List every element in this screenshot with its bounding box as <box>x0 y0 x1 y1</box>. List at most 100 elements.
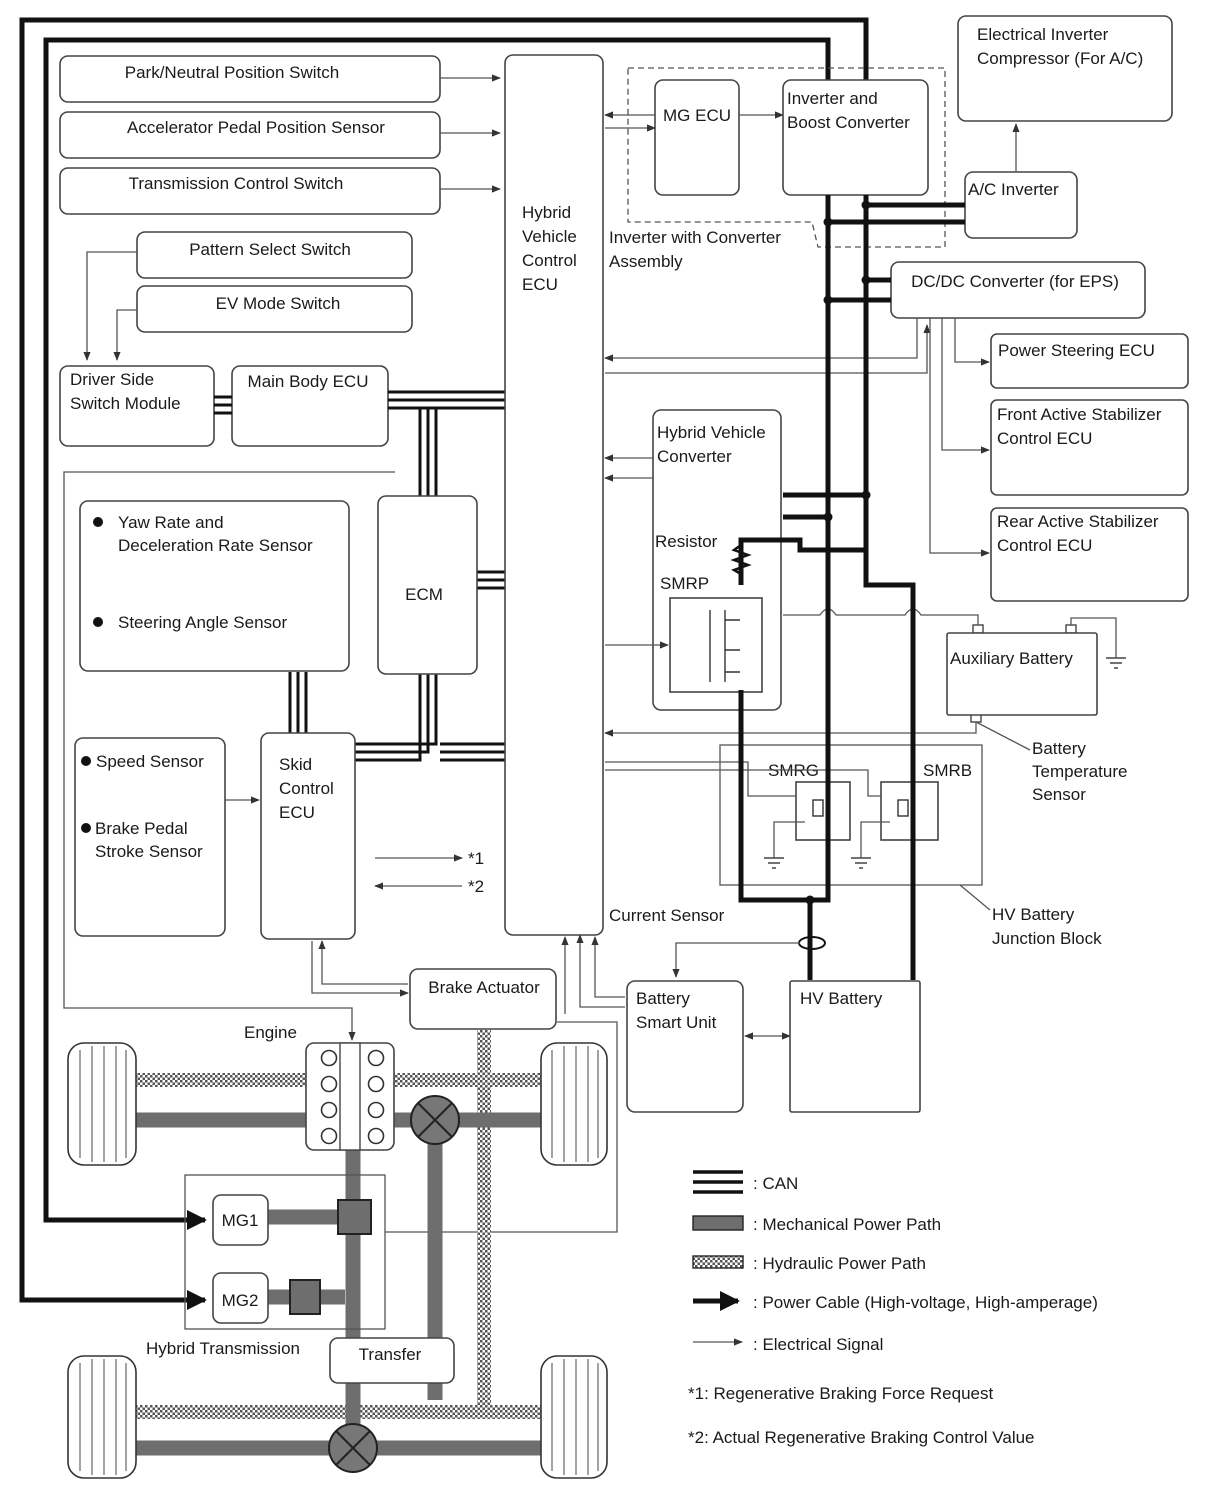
svg-text:SMRB: SMRB <box>923 761 972 780</box>
svg-text:Hybrid Vehicle: Hybrid Vehicle <box>657 423 766 442</box>
speed-brake-sensors: Speed Sensor Brake Pedal Stroke Sensor <box>74 737 260 937</box>
rear-right-wheel <box>540 1355 608 1479</box>
svg-text:Converter: Converter <box>657 447 732 466</box>
svg-text:Hybrid Transmission: Hybrid Transmission <box>146 1339 300 1358</box>
ecm: ECM <box>377 495 478 675</box>
svg-text:Front Active Stabilizer: Front Active Stabilizer <box>997 405 1162 424</box>
hv-battery: HV Battery <box>789 980 921 1113</box>
svg-text:ECM: ECM <box>405 585 443 604</box>
dcdc-signal-lines <box>604 318 990 557</box>
svg-text:Hybrid: Hybrid <box>522 203 571 222</box>
driver-side-switch-module: Driver Side Switch Module <box>59 365 215 447</box>
front-right-wheel <box>540 1042 608 1166</box>
accelerator-pedal-sensor: Accelerator Pedal Position Sensor <box>59 111 501 159</box>
mg2: MG2 <box>212 1272 269 1324</box>
svg-text:EV Mode Switch: EV Mode Switch <box>216 294 341 313</box>
hybrid-vehicle-control-ecu: Hybrid Vehicle Control ECU <box>504 54 604 936</box>
svg-text:Stroke Sensor: Stroke Sensor <box>95 842 203 861</box>
svg-text:HV Battery: HV Battery <box>992 905 1075 924</box>
svg-text:Control: Control <box>522 251 577 270</box>
hybrid-transmission: Hybrid Transmission <box>146 1174 386 1358</box>
transfer: Transfer <box>329 1337 455 1384</box>
svg-text:Junction Block: Junction Block <box>992 929 1102 948</box>
svg-text:Inverter with Converter: Inverter with Converter <box>609 228 781 247</box>
svg-text:Engine: Engine <box>244 1023 297 1042</box>
main-body-ecu: Main Body ECU <box>231 365 389 447</box>
svg-text:HV Battery: HV Battery <box>800 989 883 1008</box>
svg-text:Speed Sensor: Speed Sensor <box>96 752 204 771</box>
svg-text:Steering Angle Sensor: Steering Angle Sensor <box>118 613 288 632</box>
transmission-control-switch: Transmission Control Switch <box>59 167 501 215</box>
svg-text:: Hydraulic Power Path: : Hydraulic Power Path <box>753 1254 926 1273</box>
mg1: MG1 <box>212 1194 269 1246</box>
power-cables-inner <box>738 195 965 980</box>
svg-text:Driver Side: Driver Side <box>70 370 154 389</box>
mg-ecu: MG ECU <box>604 79 784 196</box>
legend: : CAN : Mechanical Power Path : Hydrauli… <box>688 1170 1098 1447</box>
inverter-boost-converter: Inverter and Boost Converter <box>782 79 929 196</box>
svg-text:MG1: MG1 <box>222 1211 259 1230</box>
front-left-wheel <box>67 1042 137 1166</box>
svg-text:: Electrical Signal: : Electrical Signal <box>753 1335 883 1354</box>
svg-text:Deceleration Rate Sensor: Deceleration Rate Sensor <box>118 536 313 555</box>
svg-text:MG ECU: MG ECU <box>663 106 731 125</box>
svg-text:Boost Converter: Boost Converter <box>787 113 910 132</box>
svg-text:Accelerator Pedal Position Sen: Accelerator Pedal Position Sensor <box>127 118 385 137</box>
engine: Engine <box>244 1023 395 1151</box>
svg-text:Transmission Control Switch: Transmission Control Switch <box>129 174 344 193</box>
park-neutral-switch: Park/Neutral Position Switch <box>59 55 501 103</box>
svg-text:Resistor: Resistor <box>655 532 718 551</box>
svg-text:*2: *2 <box>468 877 484 896</box>
svg-text:Main Body ECU: Main Body ECU <box>248 372 369 391</box>
svg-text:Control ECU: Control ECU <box>997 429 1092 448</box>
svg-text:*1: *1 <box>468 849 484 868</box>
svg-text:Brake Pedal: Brake Pedal <box>95 819 188 838</box>
svg-text:Inverter and: Inverter and <box>787 89 878 108</box>
svg-text:Sensor: Sensor <box>1032 785 1086 804</box>
inverter-converter-assembly: Inverter with Converter Assembly <box>609 67 946 271</box>
svg-text:Electrical Inverter: Electrical Inverter <box>977 25 1109 44</box>
svg-text:: Mechanical Power Path: : Mechanical Power Path <box>753 1215 941 1234</box>
front-differential-icon <box>410 1095 460 1145</box>
ac-inverter: A/C Inverter <box>964 123 1078 239</box>
svg-text:Temperature: Temperature <box>1032 762 1127 781</box>
svg-text:Power Steering ECU: Power Steering ECU <box>998 341 1155 360</box>
yaw-steering-sensors: Yaw Rate and Deceleration Rate Sensor St… <box>79 500 350 672</box>
svg-text:Skid: Skid <box>279 755 312 774</box>
svg-text:*1: Regenerative Braking Force: *1: Regenerative Braking Force Request <box>688 1384 993 1403</box>
svg-text:Current Sensor: Current Sensor <box>609 906 725 925</box>
svg-text:SMRP: SMRP <box>660 574 709 593</box>
can-driver-main <box>214 395 232 415</box>
svg-text:Transfer: Transfer <box>359 1345 422 1364</box>
svg-text:Pattern Select Switch: Pattern Select Switch <box>189 240 351 259</box>
svg-text:Compressor (For A/C): Compressor (For A/C) <box>977 49 1143 68</box>
rear-active-stabilizer-ecu: Rear Active Stabilizer Control ECU <box>990 507 1189 602</box>
dcdc-converter-eps: DC/DC Converter (for EPS) <box>890 261 1146 319</box>
front-active-stabilizer-ecu: Front Active Stabilizer Control ECU <box>990 399 1189 496</box>
svg-text:Switch Module: Switch Module <box>70 394 181 413</box>
svg-text:Yaw Rate and: Yaw Rate and <box>118 513 224 532</box>
svg-text:Auxiliary Battery: Auxiliary Battery <box>950 649 1073 668</box>
rear-differential-icon <box>328 1423 378 1473</box>
svg-text:ECU: ECU <box>522 275 558 294</box>
ev-mode-switch: EV Mode Switch <box>113 285 413 361</box>
hv-battery-junction-block: SMRG SMRB HV Battery Junction Block <box>605 744 1102 948</box>
svg-text:Park/Neutral Position Switch: Park/Neutral Position Switch <box>125 63 339 82</box>
power-steering-ecu: Power Steering ECU <box>990 333 1189 389</box>
svg-text:DC/DC Converter (for EPS): DC/DC Converter (for EPS) <box>911 272 1119 291</box>
skid-region-frame <box>63 471 395 1009</box>
svg-text:ECU: ECU <box>279 803 315 822</box>
svg-text:: Power Cable (High-voltage, H: : Power Cable (High-voltage, High-ampera… <box>753 1293 1098 1312</box>
svg-text:: CAN: : CAN <box>753 1174 798 1193</box>
hybrid-vehicle-converter: Hybrid Vehicle Converter Resistor SMRP <box>604 409 782 711</box>
svg-text:Control ECU: Control ECU <box>997 536 1092 555</box>
auxiliary-battery: Auxiliary Battery Battery Temperature Se… <box>604 608 1127 804</box>
svg-text:*2: Actual Regenerative Brakin: *2: Actual Regenerative Braking Control … <box>688 1428 1035 1447</box>
brake-signal-line <box>385 1021 618 1233</box>
svg-text:Vehicle: Vehicle <box>522 227 577 246</box>
rear-left-wheel <box>67 1355 137 1479</box>
skid-control-ecu: Skid Control ECU *1 *2 <box>260 732 484 997</box>
svg-text:Battery: Battery <box>1032 739 1086 758</box>
svg-text:Battery: Battery <box>636 989 690 1008</box>
